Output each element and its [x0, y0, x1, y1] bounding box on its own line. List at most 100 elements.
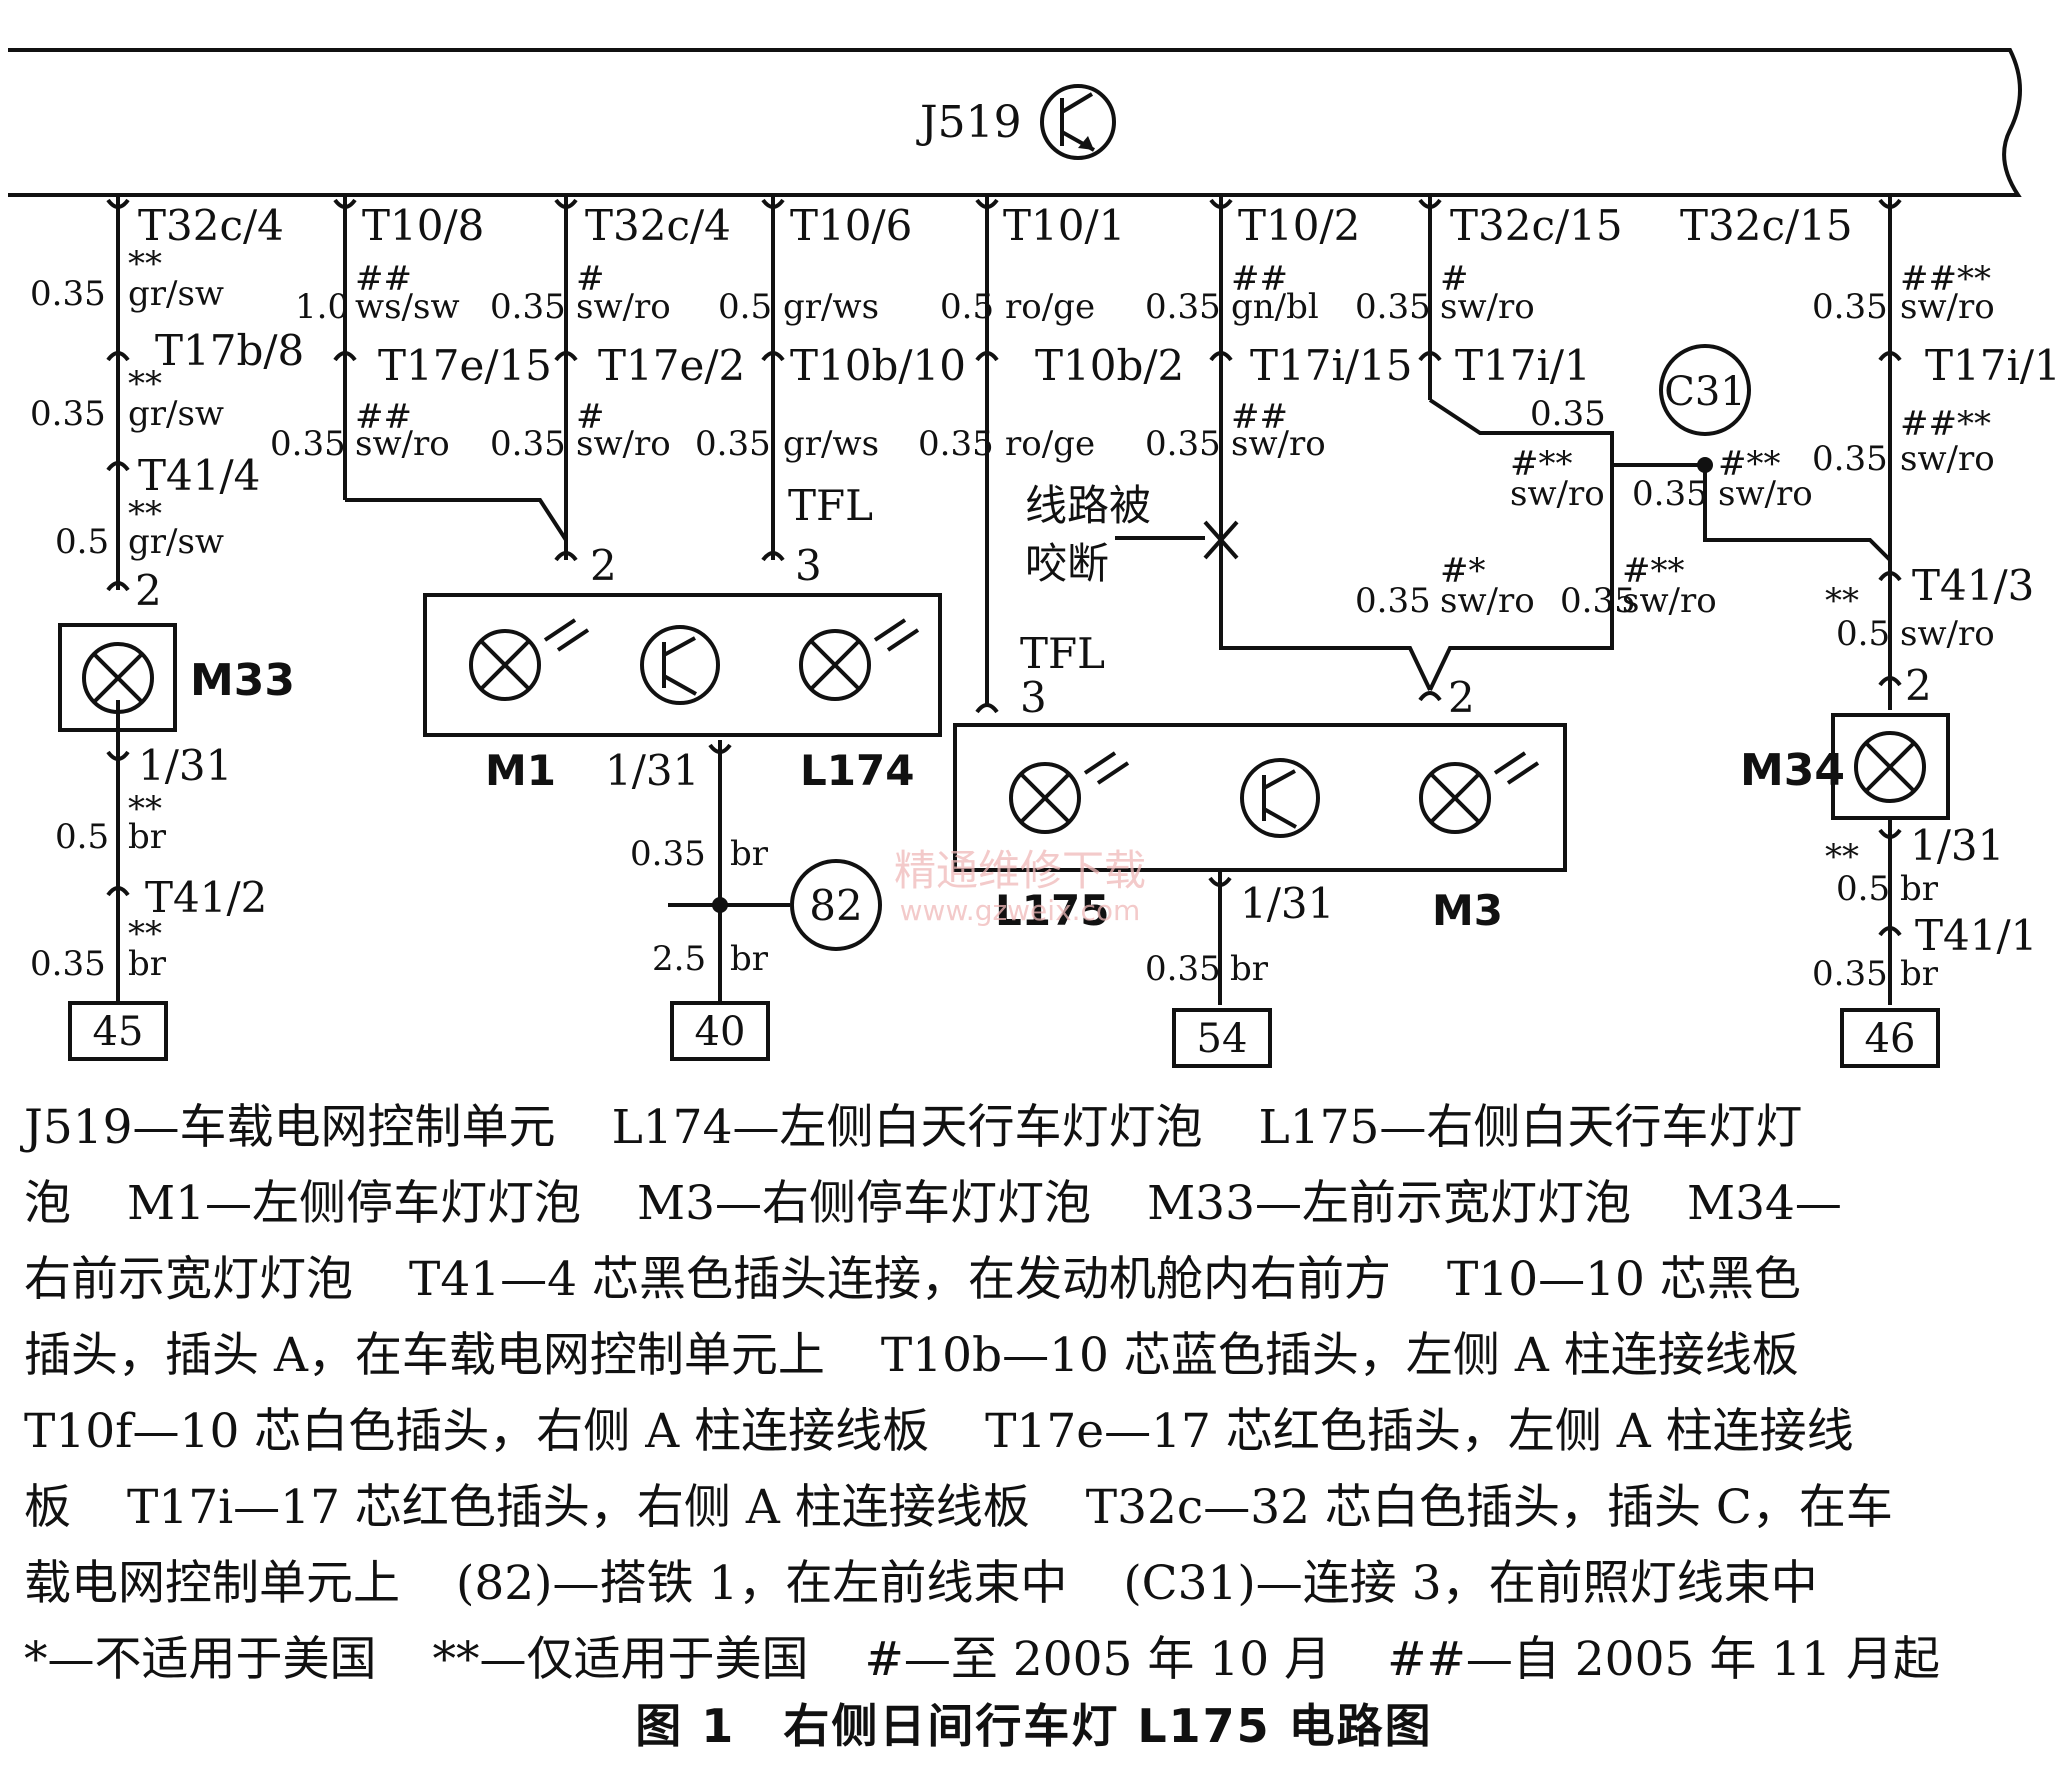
legend-entry: T10—10 芯黑色 [1447, 1252, 1801, 1307]
l175-label: L175 [995, 886, 1109, 935]
wire-gauge: 2.5 [652, 939, 706, 979]
wire-gauge: 0.35 [1812, 287, 1888, 327]
wire-gauge: 0.35 [1355, 581, 1431, 621]
wire-mark: #** [1718, 444, 1781, 484]
watermark-line1: 精通维修下载 [894, 846, 1146, 895]
pin-label: T41/1 [1915, 911, 2037, 960]
ground-point-label: 45 [93, 1009, 144, 1055]
wire-gauge: 1.0 [295, 287, 349, 327]
wire-mark: ** [128, 364, 162, 404]
wire-gauge: 0.35 [695, 424, 771, 464]
wire-color: sw/ro [1231, 424, 1326, 464]
j519-label: J519 [916, 97, 1022, 148]
ground-point-label: 54 [1197, 1016, 1248, 1062]
pin-label: T10b/2 [1035, 341, 1184, 390]
wire-gauge: 0.35 [30, 944, 106, 984]
wire-gauge: 0.5 [940, 287, 994, 327]
c31-label: C31 [1664, 369, 1746, 415]
m1-bulb-icon [469, 618, 590, 701]
legend-entry: M34— [1687, 1176, 1842, 1231]
pin-label: T10/8 [362, 201, 484, 250]
legend-entry: T17i—17 芯红色插头，右侧 A 柱连接线板 [127, 1480, 1030, 1535]
legend-entry: T17e—17 芯红色插头，左侧 A 柱连接线 [985, 1404, 1854, 1459]
m33-label: M33 [190, 655, 295, 706]
wire-color: gr/ws [783, 287, 879, 327]
m1-label: M1 [485, 746, 556, 795]
wire-color: sw/ro [1510, 474, 1605, 514]
wire-color: br [1900, 869, 1939, 909]
watermark-line2: www.gzweix.com [900, 894, 1141, 927]
legend-entry: L174—左侧白天行车灯灯泡 [611, 1100, 1203, 1155]
pin-label: 2 [1448, 673, 1475, 722]
m34-bulb-box [1831, 713, 1950, 820]
pin-label: T32c/15 [1450, 201, 1623, 250]
wire-mark: # [1440, 259, 1469, 299]
pin-label: T41/3 [1912, 561, 2034, 610]
wire-color: br [1900, 954, 1939, 994]
legend-entry: L175—右侧白天行车灯灯 [1258, 1100, 1803, 1155]
wire-color: br [730, 939, 769, 979]
wire-color: sw/ro [576, 424, 671, 464]
pin-label: T32c/4 [585, 201, 731, 250]
wire-gauge: 0.35 [918, 424, 994, 464]
tfl-label: TFL [788, 481, 873, 530]
legend-entry: 插头，插头 A，在车载电网控制单元上 [24, 1328, 825, 1383]
wire-gauge: 0.35 [1812, 439, 1888, 479]
legend-entry: T32c—32 芯白色插头，插头 C，在车 [1085, 1480, 1893, 1535]
m3-unit-transistor-icon [1240, 758, 1320, 838]
wire-gauge: 0.35 [1145, 424, 1221, 464]
wire-gauge: 0.35 [30, 274, 106, 314]
legend-entry: (C31)—连接 3，在前照灯线束中 [1123, 1556, 1818, 1611]
wire-mark: ** [128, 244, 162, 284]
legend-line: J519—车载电网控制单元 L174—左侧白天行车灯灯泡 L175—右侧白天行车灯灯 [24, 1090, 2049, 1166]
legend-entry: T10b—10 芯蓝色插头，左侧 A 柱连接线板 [880, 1328, 1799, 1383]
legend-entry: J519—车载电网控制单元 [24, 1100, 556, 1155]
wire-mark: ## [355, 397, 412, 437]
wire-mark: ## [355, 259, 412, 299]
wire-gauge: 0.35 [270, 424, 346, 464]
m3-l175-unit-box [953, 723, 1567, 872]
wire-mark: #* [1440, 551, 1486, 591]
pin-label: T10b/10 [790, 341, 966, 390]
legend-entry: 泡 [24, 1176, 71, 1231]
ground-46-box [1840, 1008, 1940, 1068]
figure-title: 图 1 右侧日间行车灯 L175 电路图 [635, 1699, 1433, 1753]
wire-mark: # [576, 259, 605, 299]
pin-label: T10/2 [1238, 201, 1360, 250]
wire-gauge: 0.35 [1560, 581, 1636, 621]
pin-label: 1/31 [138, 741, 232, 790]
wire-mark: ** [128, 914, 162, 954]
pin-label: 2 [135, 566, 162, 615]
pin-label: T32c/4 [138, 201, 284, 250]
legend-entry: M3—右侧停车灯灯泡 [637, 1176, 1092, 1231]
connection-c31-circle [1659, 344, 1751, 436]
wire-color: sw/ro [1622, 581, 1717, 621]
wire-color: sw/ro [1718, 474, 1813, 514]
wire-gauge: 0.35 [1145, 287, 1221, 327]
ground-point-label: 46 [1865, 1016, 1916, 1062]
legend-entry: M33—左前示宽灯灯泡 [1147, 1176, 1631, 1231]
wire-gauge: 0.5 [718, 287, 772, 327]
wire-mark: ** [1825, 837, 1859, 877]
legend-entry: **—仅适用于美国 [432, 1632, 809, 1687]
pin-label: T17e/15 [378, 341, 552, 390]
pin-label: T10/1 [1003, 201, 1125, 250]
wire-color: gr/sw [128, 522, 224, 562]
wire-color: ro/ge [1005, 424, 1095, 464]
wire-gauge: 0.35 [630, 834, 706, 874]
splice-82-label: 82 [809, 881, 862, 930]
j519-module-outline [8, 48, 2022, 197]
legend-entry: #—至 2005 年 10 月 [864, 1632, 1332, 1687]
pin-label: 1/31 [1240, 879, 1334, 928]
pin-label: T32c/15 [1680, 201, 1853, 250]
legend-entry: *—不适用于美国 [24, 1632, 377, 1687]
l174-label: L174 [800, 746, 914, 795]
pin-label: T17b/8 [155, 326, 304, 375]
pin-label: 3 [795, 541, 822, 590]
wire-mark: ** [1825, 581, 1859, 621]
legend-entry: ##—自 2005 年 11 月起 [1387, 1632, 1941, 1687]
j519-control-unit-icon [1040, 84, 1116, 160]
